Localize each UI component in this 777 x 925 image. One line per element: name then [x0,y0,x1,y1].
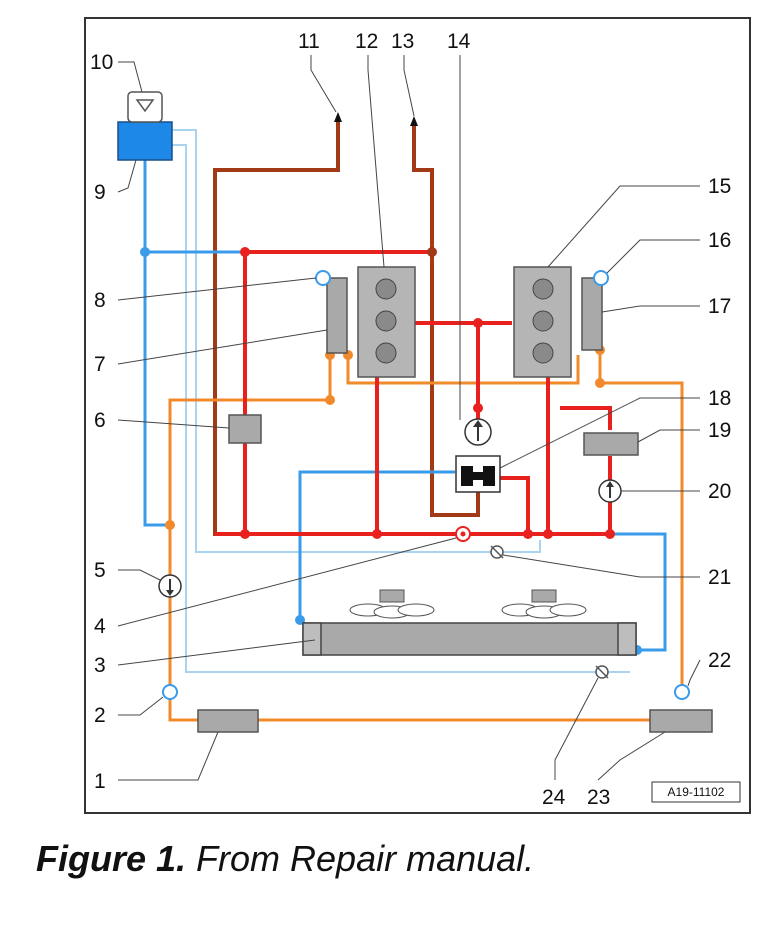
callout-17: 17 [708,295,731,318]
diagram-frame [84,17,751,814]
thermostat-18 [455,455,501,493]
component-19 [583,432,639,456]
heat-exchanger-23 [649,709,713,733]
radiator-fan-left [349,589,435,619]
callout-21: 21 [708,566,731,589]
hot-lines [215,250,612,536]
callout-11: 11 [298,30,320,53]
callout-1: 1 [94,770,106,793]
expansion-reservoir [117,121,173,161]
return-lines [172,129,630,673]
coolant-pump-14 [464,418,492,446]
callout-10: 10 [90,51,113,74]
valve-6 [228,414,262,444]
callout-4: 4 [94,615,106,638]
reference-code-box: A19-11102 [651,781,741,803]
callout-20: 20 [708,480,731,503]
callout-9: 9 [94,181,106,204]
heater-circuit [168,350,684,722]
check-valve-24 [595,665,609,679]
bleed-screws [162,270,690,700]
reference-code: A19-11102 [668,785,725,799]
figure-caption: Figure 1. From Repair manual. [36,838,534,880]
heat-exchanger-1 [197,709,259,733]
radiator-fan-right [501,589,587,619]
callout-23: 23 [587,786,610,809]
reservoir-cap [127,91,163,123]
callout-22: 22 [708,649,731,672]
callout-24: 24 [542,786,566,809]
callout-numbers: 1 2 3 4 5 6 7 8 9 10 11 12 13 14 15 16 1… [90,30,731,809]
radiator-3 [302,622,637,656]
figure-label: Figure 1. [36,838,187,879]
pump-5 [158,574,182,598]
callout-2: 2 [94,704,106,727]
callout-12: 12 [355,30,378,53]
cylinder-head-right [513,266,572,378]
callout-3: 3 [94,654,106,677]
callout-15: 15 [708,175,731,198]
callout-18: 18 [708,387,731,410]
callout-19: 19 [708,419,731,442]
pump-20 [598,479,622,503]
callout-8: 8 [94,289,106,312]
figure-caption-text: From Repair manual. [196,838,535,879]
callout-16: 16 [708,229,731,252]
leader-lines [117,55,701,781]
temperature-sensor-4 [455,526,471,542]
callout-6: 6 [94,409,106,432]
callout-5: 5 [94,559,106,582]
cylinder-head-left [357,266,416,378]
check-valve-21 [490,545,504,559]
callout-13: 13 [391,30,414,53]
cooler-left [326,277,348,354]
cooling-system-diagram: 1 2 3 4 5 6 7 8 9 10 11 12 13 14 15 16 1… [84,17,751,814]
callout-7: 7 [94,353,106,376]
cooler-right [581,277,603,351]
callout-14: 14 [447,30,471,53]
flow-arrows [334,112,418,126]
